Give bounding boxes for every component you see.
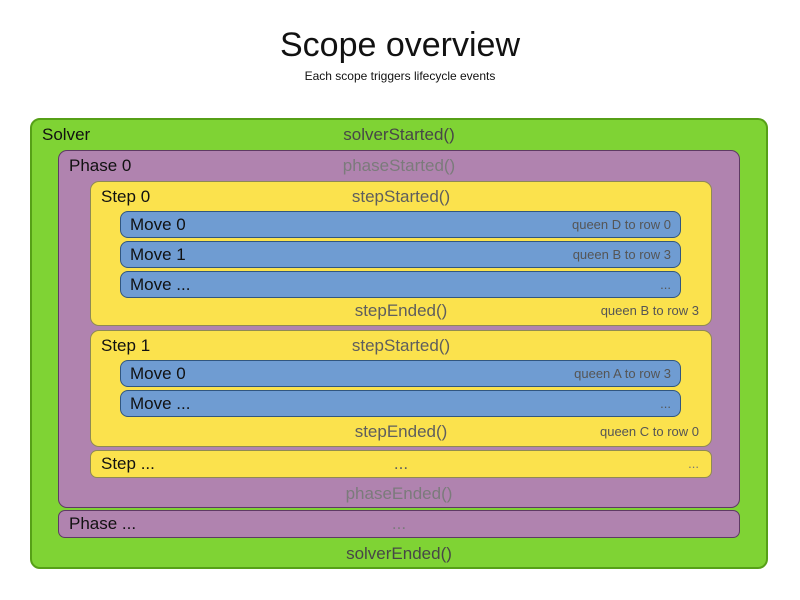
step1-ended-event: stepEnded()	[354, 422, 448, 441]
move-row: Move 0 queen D to row 0	[120, 211, 681, 238]
step1-label: Step 1	[101, 336, 151, 355]
step-more-label: Step ...	[101, 454, 155, 473]
phase0-label: Phase 0	[69, 156, 132, 175]
step1-started-event: stepStarted()	[351, 336, 451, 355]
solver-ended-event: solverEnded()	[346, 544, 452, 563]
move-note: queen A to row 3	[574, 366, 671, 381]
move-row: Move ... ...	[120, 390, 681, 417]
step0-started-event: stepStarted()	[351, 187, 451, 206]
step0-ended-event: stepEnded()	[354, 301, 448, 320]
phase-more-bar: Phase ... ...	[58, 510, 740, 538]
page-subtitle: Each scope triggers lifecycle events	[304, 69, 496, 83]
move-label: Move 0	[130, 364, 186, 383]
step0-header: Step 0 stepStarted()	[91, 184, 711, 210]
step-more-center-ellipsis: ...	[393, 454, 409, 473]
move-row: Move 1 queen B to row 3	[120, 241, 681, 268]
step1-footer: stepEnded() queen C to row 0	[91, 420, 711, 444]
step0-scope-box: Step 0 stepStarted() Move 0 queen D to r…	[90, 181, 712, 326]
step1-moves: Move 0 queen A to row 3 Move ... ...	[120, 360, 681, 420]
solver-footer: solverEnded()	[32, 542, 766, 566]
solver-label: Solver	[42, 125, 91, 144]
page-title: Scope overview	[279, 26, 520, 64]
phase-more-center-ellipsis: ...	[391, 514, 407, 533]
step0-moves: Move 0 queen D to row 0 Move 1 queen B t…	[120, 211, 681, 301]
solver-started-event: solverStarted()	[343, 125, 455, 144]
phase-started-event: phaseStarted()	[342, 156, 456, 175]
move-label: Move ...	[130, 394, 191, 413]
move-note: ...	[660, 277, 671, 292]
solver-header: Solver solverStarted()	[32, 122, 766, 148]
phase0-scope-box: Phase 0 phaseStarted() Step 0 stepStarte…	[58, 150, 740, 508]
move-note: queen D to row 0	[571, 217, 671, 232]
phase-ended-event: phaseEnded()	[345, 484, 453, 503]
phase-more-label: Phase ...	[69, 514, 137, 533]
phase0-header: Phase 0 phaseStarted()	[59, 153, 739, 179]
solver-scope-box: Solver solverStarted() Phase 0 phaseStar…	[30, 118, 768, 569]
step0-footer: stepEnded() queen B to row 3	[91, 299, 711, 323]
move-note: queen B to row 3	[572, 247, 671, 262]
move-note: ...	[660, 396, 671, 411]
move-row: Move ... ...	[120, 271, 681, 298]
step-more-right-ellipsis: ...	[688, 456, 699, 471]
phase0-footer: phaseEnded()	[59, 482, 739, 506]
step1-scope-box: Step 1 stepStarted() Move 0 queen A to r…	[90, 330, 712, 447]
move-label: Move 0	[130, 215, 186, 234]
step1-ended-note: queen C to row 0	[599, 424, 699, 439]
step0-ended-note: queen B to row 3	[600, 303, 699, 318]
step1-header: Step 1 stepStarted()	[91, 333, 711, 359]
step0-label: Step 0	[101, 187, 151, 206]
step-more-bar: Step ... ... ...	[90, 450, 712, 478]
move-row: Move 0 queen A to row 3	[120, 360, 681, 387]
move-label: Move 1	[130, 245, 186, 264]
move-label: Move ...	[130, 275, 191, 294]
